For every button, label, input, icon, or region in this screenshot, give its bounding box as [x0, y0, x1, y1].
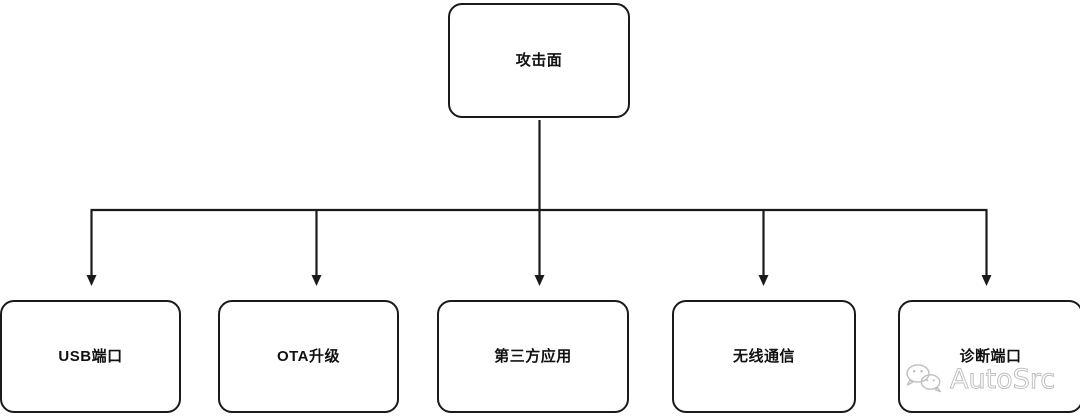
node-label: USB端口: [58, 347, 123, 365]
arrowhead-0: [86, 275, 97, 286]
node-label: 攻击面: [515, 51, 563, 69]
node-attack-surface[interactable]: 攻击面: [448, 3, 630, 118]
node-label: 无线通信: [732, 347, 795, 365]
arrowhead-4: [981, 275, 992, 286]
node-ota-upgrade[interactable]: OTA升级: [218, 300, 399, 413]
node-wireless-communication[interactable]: 无线通信: [672, 300, 856, 413]
node-diagnostic-port[interactable]: 诊断端口: [898, 300, 1080, 413]
arrowhead-1: [311, 275, 322, 286]
arrowhead-2: [534, 275, 545, 286]
node-label: OTA升级: [276, 347, 341, 365]
node-usb-port[interactable]: USB端口: [0, 300, 181, 413]
node-label: 第三方应用: [494, 347, 572, 365]
node-label: 诊断端口: [959, 347, 1022, 365]
arrowhead-3: [758, 275, 769, 286]
node-third-party-app[interactable]: 第三方应用: [437, 300, 629, 413]
